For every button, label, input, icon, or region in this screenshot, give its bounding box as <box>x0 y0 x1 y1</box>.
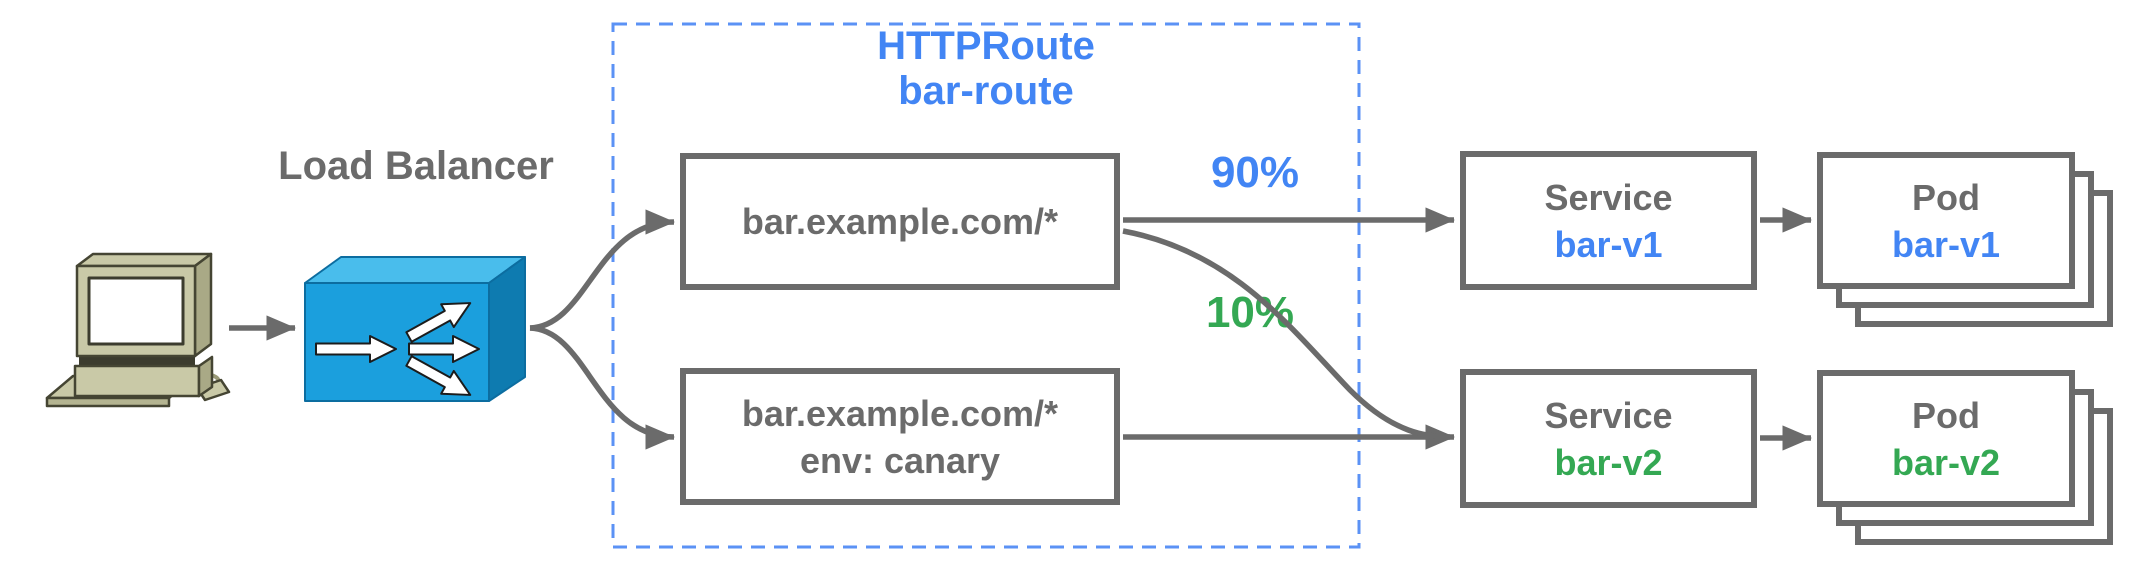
pod-v2-kind: Pod <box>1912 394 1980 436</box>
load-balancer-label: Load Balancer <box>278 144 554 188</box>
httproute-kind: HTTPRoute <box>877 24 1095 68</box>
computer-mouse <box>195 378 231 402</box>
computer-mouse-cable <box>196 370 221 388</box>
route-match-canary-header: env: canary <box>799 439 1001 481</box>
computer-monitor-top <box>75 252 213 268</box>
pod-bar-v1-box: Pod bar-v1 <box>1817 152 2075 289</box>
arrow-lb-to-match-primary <box>529 209 676 331</box>
route-match-canary-box: bar.example.com/* env: canary <box>680 368 1120 505</box>
load-balancer-side-face <box>488 256 526 402</box>
service-v2-name: bar-v2 <box>1554 441 1663 483</box>
load-balancer-top-face <box>304 256 526 284</box>
service-bar-v1-box: Service bar-v1 <box>1460 151 1757 290</box>
computer-base-side <box>197 355 214 398</box>
route-match-primary-host: bar.example.com/* <box>741 201 1059 242</box>
desktop-computer-icon <box>45 252 231 408</box>
pod-v1-kind: Pod <box>1912 176 1980 218</box>
computer-keyboard-top <box>45 374 197 400</box>
computer-monitor-side <box>193 252 213 358</box>
service-v1-name: bar-v1 <box>1554 223 1663 265</box>
route-match-primary-box: bar.example.com/* <box>680 153 1120 290</box>
httproute-name: bar-route <box>898 69 1074 113</box>
traffic-weight-90: 90% <box>1210 148 1300 197</box>
traffic-weight-10: 10% <box>1205 288 1295 337</box>
pod-bar-v2-stack: Pod bar-v2 <box>1817 370 2113 545</box>
pod-bar-v1-stack: Pod bar-v1 <box>1817 152 2113 327</box>
computer-base <box>73 364 201 398</box>
service-v2-kind: Service <box>1544 394 1673 436</box>
pod-bar-v2-box: Pod bar-v2 <box>1817 370 2075 507</box>
load-balancer-icon <box>304 256 526 402</box>
httproute-title: HTTPRoute bar-route <box>686 24 1286 114</box>
computer-screen <box>87 276 185 346</box>
load-balancer-split-arrows <box>315 302 480 396</box>
route-match-canary-host: bar.example.com/* <box>741 392 1059 434</box>
service-v1-kind: Service <box>1544 176 1673 218</box>
load-balancer-front-face <box>304 282 490 402</box>
arrow-lb-to-match-canary <box>529 325 676 450</box>
computer-keyboard-front <box>45 396 171 408</box>
service-bar-v2-box: Service bar-v2 <box>1460 369 1757 508</box>
pod-v1-name: bar-v1 <box>1891 223 2001 265</box>
pod-v2-name: bar-v2 <box>1891 441 2001 483</box>
computer-base-gap <box>79 356 195 366</box>
computer-monitor-front <box>75 264 197 358</box>
